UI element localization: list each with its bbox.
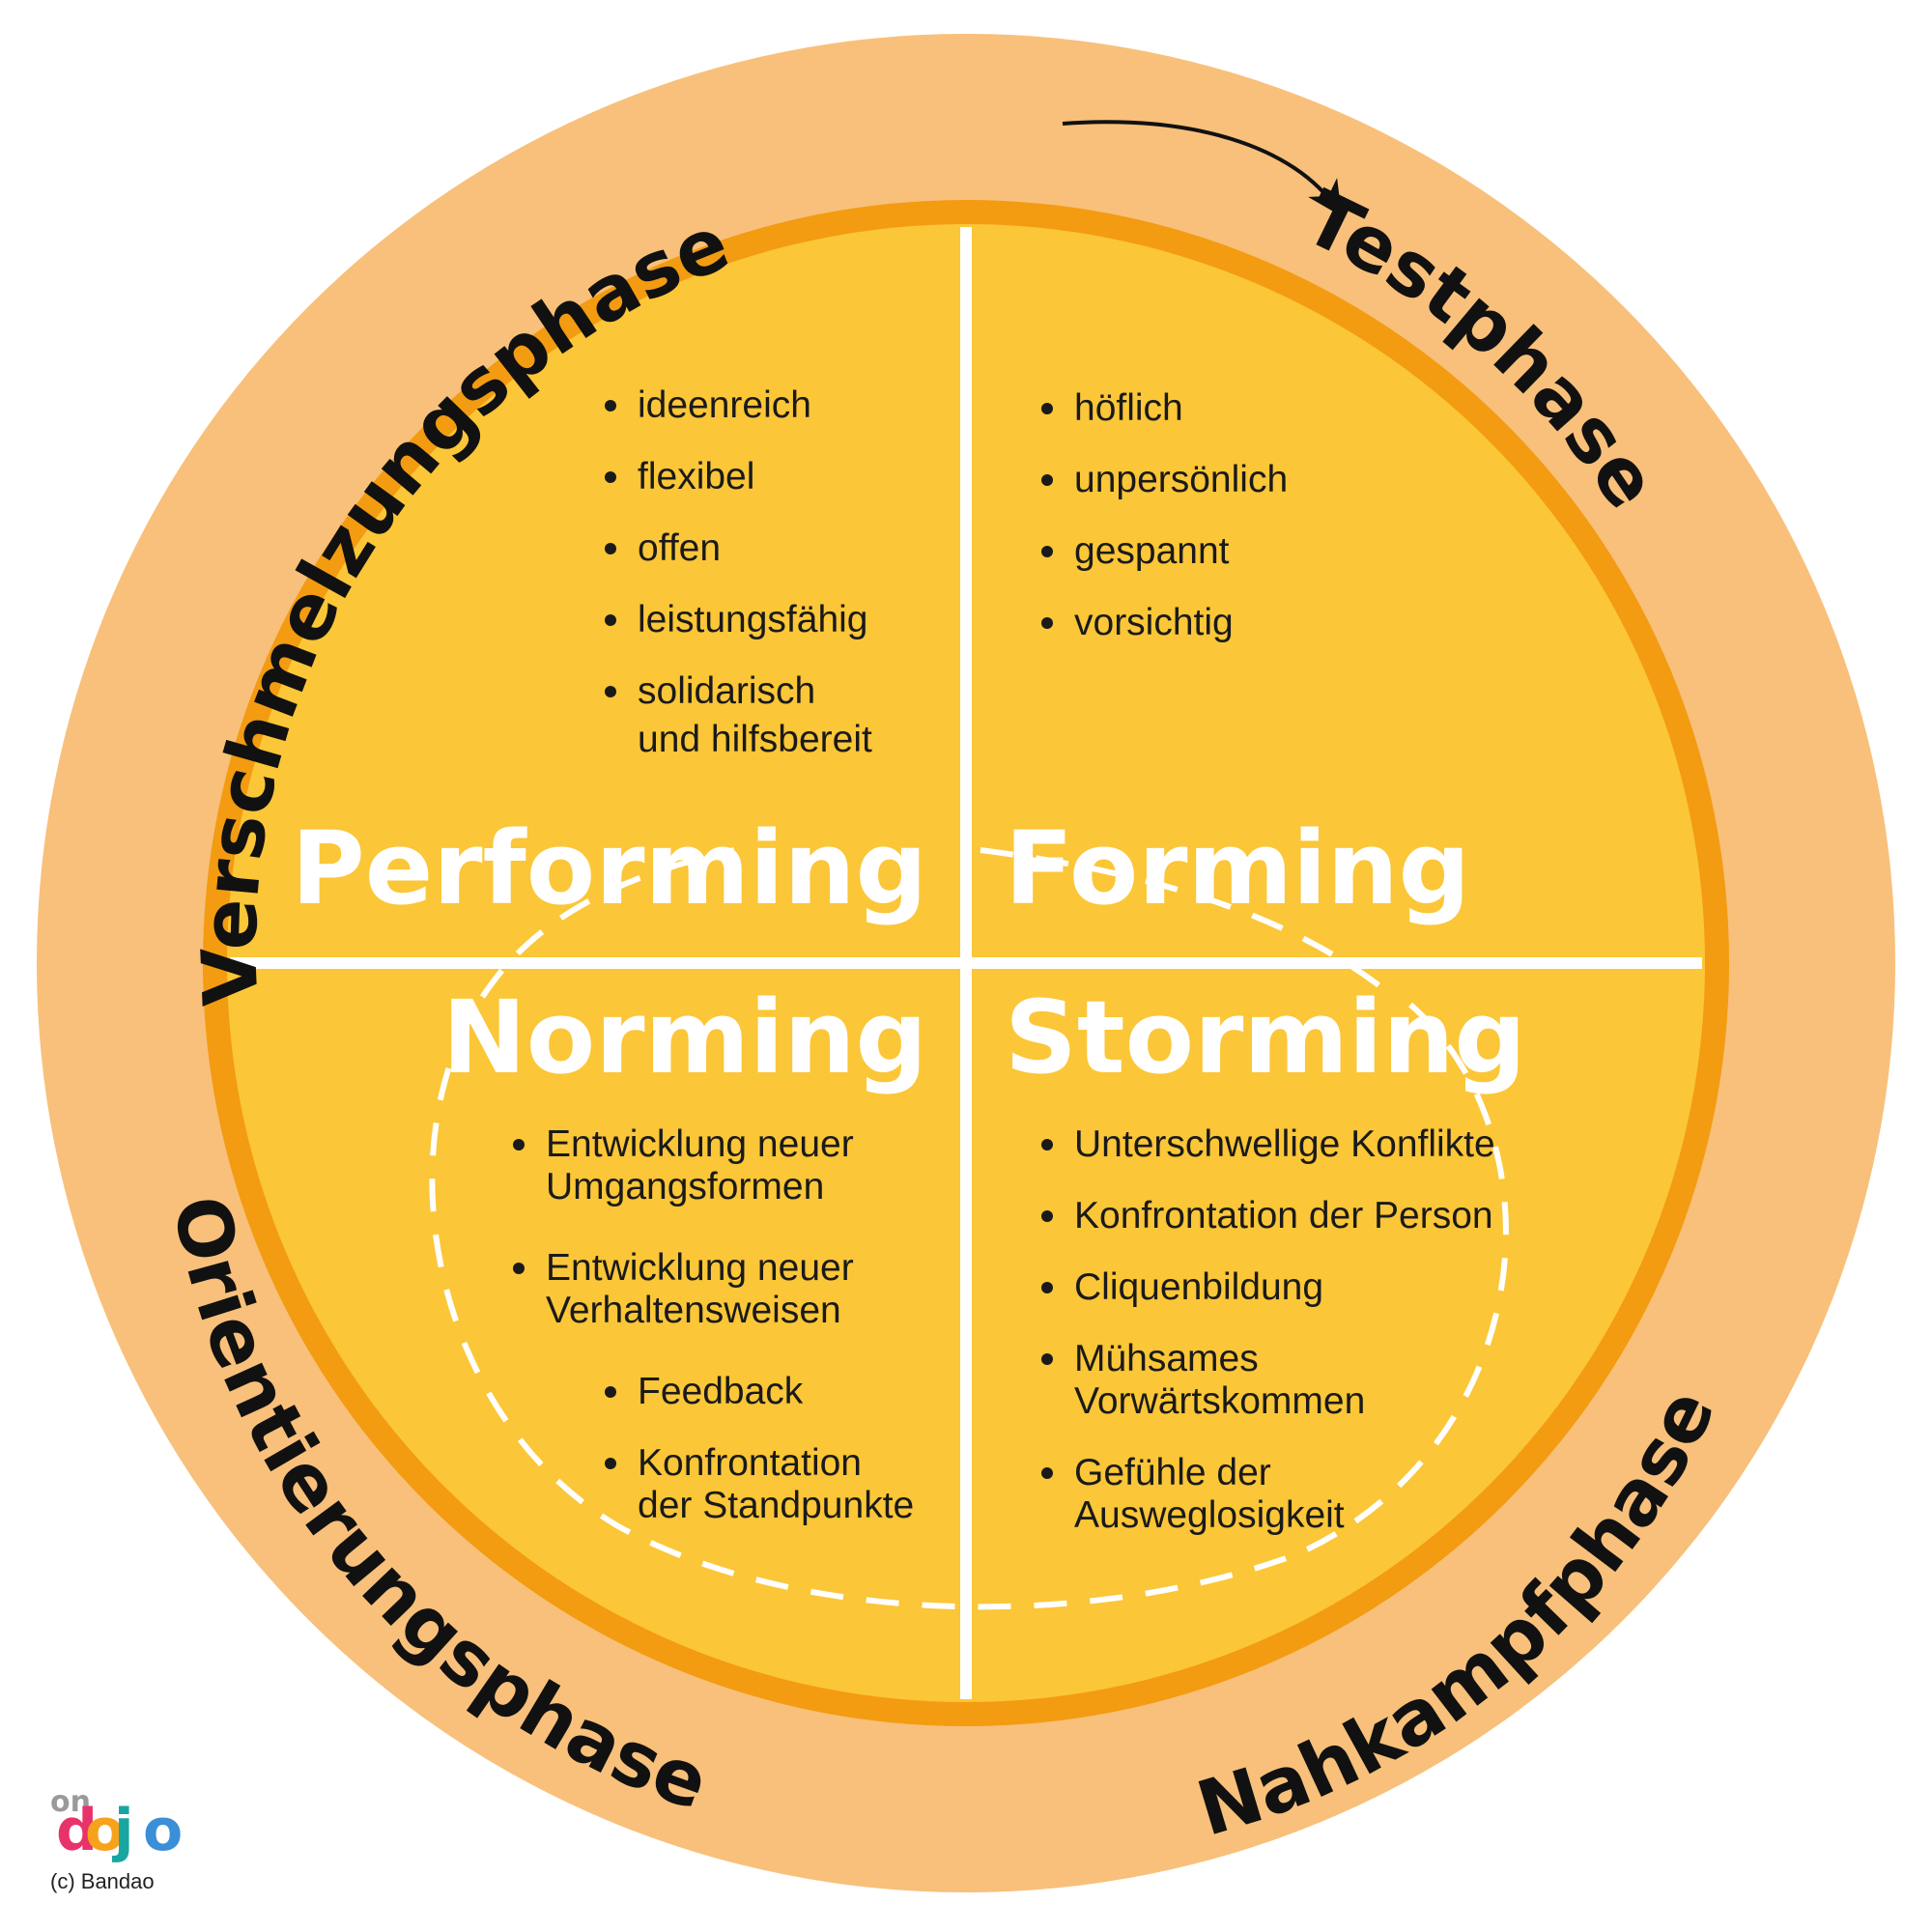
bullet-dot [605,686,616,697]
stage-title-performing: Performing [291,810,927,927]
bullet-dot [1041,1353,1053,1365]
bullet-dot [1041,474,1053,486]
list-item: und hilfsbereit [638,719,872,760]
bullet-dot [513,1139,525,1151]
list-item: Mühsames [1074,1338,1259,1379]
stage-title-storming: Storming [1005,979,1526,1096]
bullet-dot [605,543,616,554]
list-item: ideenreich [638,384,811,426]
direction-arrow-icon [1062,120,1342,217]
list-item: unpersönlich [1074,459,1288,500]
bullet-dot [605,1458,616,1469]
list-item: flexibel [638,456,754,497]
bullet-dot [605,614,616,626]
bullet-dot [513,1263,525,1274]
stage-title-norming: Norming [442,979,927,1096]
list-item: vorsichtig [1074,602,1234,643]
bullet-dot [1041,403,1053,414]
cycle-dashed-path [429,847,1509,1610]
bullet-dot [1041,1282,1053,1293]
list-item: Unterschwellige Konflikte [1074,1123,1495,1165]
list-item: Verhaltensweisen [546,1290,841,1331]
list-item: offen [638,527,721,569]
stage-title-forming: Forming [1005,810,1470,927]
list-item: solidarisch [638,670,815,712]
list-item: der Standpunkte [638,1485,914,1526]
list-item: Konfrontation [638,1442,862,1484]
list-item: gespannt [1074,530,1230,572]
bullet-dot [1041,617,1053,629]
list-item: Konfrontation der Person [1074,1195,1493,1236]
list-item: Cliquenbildung [1074,1266,1323,1308]
cycle-dashed-path-top [980,847,1393,998]
bullet-dot [1041,1210,1053,1222]
logo-letter: o [143,1797,183,1864]
forming-traits-list: höflich unpersönlich gespannt vorsichtig [1041,387,1288,643]
bullet-dot [1041,1139,1053,1151]
list-item: Entwicklung neuer [546,1123,854,1165]
horizontal-divider [230,957,1702,969]
bullet-dot [605,400,616,412]
list-item: Gefühle der [1074,1452,1271,1493]
performing-traits-list: ideenreich flexibel offen leistungsfähig sol… [605,384,872,760]
bullet-dot [1041,546,1053,557]
bullet-dot [1041,1467,1053,1479]
list-item: Vorwärtskommen [1074,1380,1365,1422]
bullet-dot [605,471,616,483]
list-item: Umgangsformen [546,1166,824,1208]
list-item: Feedback [638,1371,804,1412]
list-item: höflich [1074,387,1183,429]
logo-prefix: on [50,1785,91,1819]
copyright-text: (c) Bandao [50,1869,155,1893]
bullet-dot [605,1386,616,1398]
logo-letter: j [112,1797,134,1864]
list-item: leistungsfähig [638,599,868,640]
logo-letter: o [85,1797,125,1864]
list-item: Ausweglosigkeit [1074,1494,1345,1536]
logo-letter: d [56,1797,98,1864]
norming-traits-list: Entwicklung neuerUmgangsformenEntwicklun… [513,1123,914,1526]
list-item: Entwicklung neuer [546,1247,854,1289]
